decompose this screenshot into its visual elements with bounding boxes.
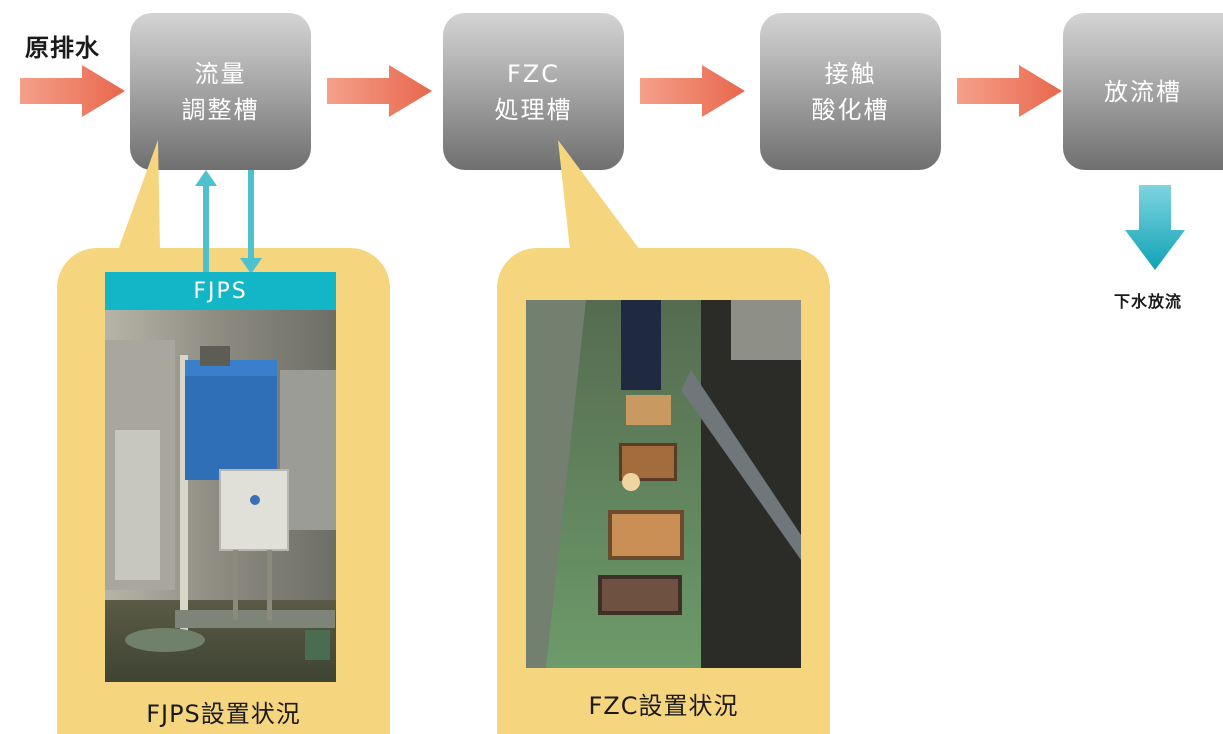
fzc-caption: FZC設置状況 [588,692,739,720]
fjps-label-bar: FJPS [105,272,336,310]
flow-arrow-3 [957,65,1062,117]
flow-arrow-2 [640,65,745,117]
tank-fzc-treatment: FZC 処理槽 [443,13,624,170]
tank-contact-oxidation: 接触 酸化槽 [760,13,941,170]
discharge-label: 下水放流 [1114,292,1183,311]
tank-discharge: 放流槽 [1063,13,1223,170]
fzc-photo [526,300,801,668]
fjps-photo [105,310,336,682]
fjps-label: FJPS [193,278,248,304]
tank-discharge-label: 放流槽 [1104,77,1182,106]
flow-arrow-in [20,65,125,117]
source-label: 原排水 [25,34,100,62]
fjps-down-arrow [240,170,262,274]
fjps-caption: FJPS設置状況 [146,700,301,728]
tank-contact-oxidation-label: 接触 酸化槽 [811,59,890,124]
fjps-up-arrow [195,170,217,274]
callout-pointer-right [558,140,640,250]
callout-pointer-left [118,140,160,250]
discharge-down-arrow [1125,185,1185,270]
tank-flow-adjust-label: 流量 調整槽 [181,59,260,124]
tank-flow-adjust: 流量 調整槽 [130,13,311,170]
tank-fzc-treatment-label: FZC 処理槽 [494,59,573,124]
flow-arrow-1 [327,65,432,117]
